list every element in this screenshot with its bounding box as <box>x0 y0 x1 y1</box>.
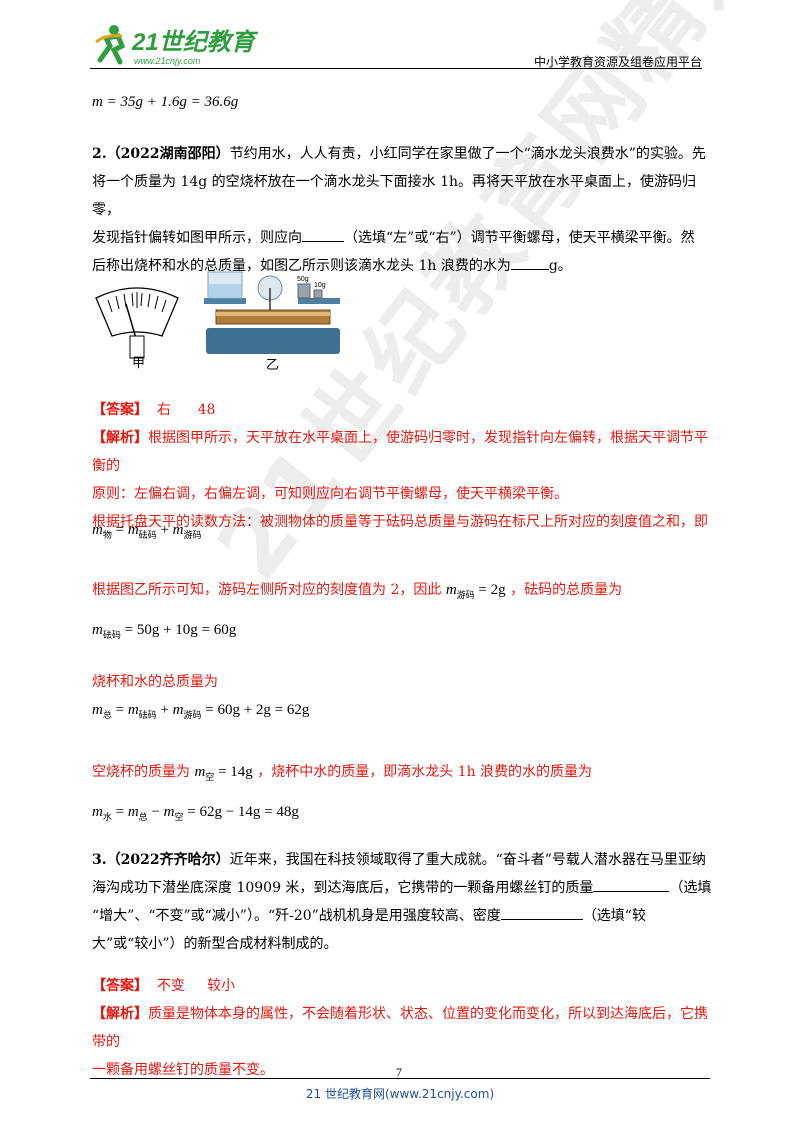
q3-text: 3.（2022齐齐哈尔）近年来，我国在科技领域取得了重大成就。“奋斗者”号载人潜… <box>92 852 712 952</box>
weight-50g <box>297 283 311 299</box>
formula-m-wu: m物 = m砝码 + m游码 <box>92 522 202 540</box>
q3-answer-1: 不变 <box>156 978 185 994</box>
q2-analysis-9: 空烧杯的质量为 m空 = 14g ，烧杯中水的质量，即滴水龙头 1h 浪费的水的… <box>92 764 593 782</box>
svg-text:10g: 10g <box>314 282 326 289</box>
footer-divider <box>90 1078 710 1079</box>
q3-answer-2: 较小 <box>207 978 236 994</box>
q2-analysis-5: 根据图乙所示可知，游码左侧所对应的刻度值为 2，因此 m游码 = 2g ，砝码的… <box>92 582 623 600</box>
q3-source: （2022齐齐哈尔） <box>106 852 230 868</box>
q2-line1: 节约用水，人人有责，小红同学在家里做了一个“滴水龙头浪费水”的实验。先 <box>229 146 706 162</box>
q2-line3b: （选填“左”或“右”）调节平衡螺母，使天平横梁平衡。然 <box>344 230 695 246</box>
q2-analysis-3: 根据托盘天平的读数方法：被测物体的质量等于砝码总质量与游码在标尺上所对应的刻度值… <box>92 514 708 530</box>
q2-answer-tag: 【答案】 <box>92 402 148 418</box>
footer-site[interactable]: 21 世纪教育网(www.21cnjy.com) <box>305 1087 495 1101</box>
q2-analysis-tag: 【解析】 <box>92 430 148 446</box>
q2-text: 2.（2022湖南邵阳）节约用水，人人有责，小红同学在家里做了一个“滴水龙头浪费… <box>92 140 712 280</box>
q3-solution: 【答案】 不变 较小 【解析】质量是物体本身的属性，不会随着形状、状态、位置的变… <box>92 978 708 1078</box>
q3-blank-2 <box>500 905 583 920</box>
fig-label-b: 乙 <box>266 358 280 373</box>
site-logo: 21世纪教育 www.21cnjy.com <box>92 20 262 68</box>
header-divider <box>90 68 702 69</box>
formula-weights: m砝码 = 50g + 10g = 60g <box>92 622 237 640</box>
platform-title: 中小学教育资源及组卷应用平台 <box>533 55 702 69</box>
logo-url: www.21cnjy.com <box>134 56 201 66</box>
q3-analysis-tag: 【解析】 <box>92 1006 148 1022</box>
figure-pointer-scale: 甲 <box>92 282 182 374</box>
runner-icon <box>95 25 126 65</box>
formula-top: m = 35g + 1.6g = 36.6g <box>92 94 239 110</box>
weight-10g <box>313 289 323 299</box>
q2-line2: 将一个质量为 14g 的空烧杯放在一个滴水龙头下面接水 1h。再将天平放在水平桌… <box>92 174 697 218</box>
q2-blank-2 <box>510 255 549 270</box>
figure-balance: 50g 10g 乙 <box>198 270 348 374</box>
q2-answer-2: 48 <box>197 402 216 418</box>
q2-line4a: 后称出烧杯和水的总质量，如图乙所示则该滴水龙头 1h 浪费的水为 <box>92 258 511 274</box>
fig-label-a: 甲 <box>132 356 146 371</box>
formula-water: m水 = m总 − m空 = 62g − 14g = 48g <box>92 804 299 822</box>
formula-total: m总 = m砝码 + m游码 = 60g + 2g = 62g <box>92 702 310 720</box>
q3-line1: 近年来，我国在科技领域取得了重大成就。“奋斗者”号载人潜水器在马里亚纳 <box>229 852 706 868</box>
q2-number: 2. <box>92 146 107 162</box>
q3-number: 3. <box>92 852 107 868</box>
q2-answer-1: 右 <box>156 402 171 418</box>
q2-line4b: g。 <box>548 258 572 274</box>
q2-line3a: 发现指针偏转如图甲所示，则应向 <box>92 230 302 246</box>
q2-analysis-1: 根据图甲所示，天平放在水平桌面上，使游码归零时，发现指针向左偏转，根据天平调节平… <box>92 430 708 474</box>
q2-solution: 【答案】 右 48 【解析】根据图甲所示，天平放在水平桌面上，使游码归零时，发现… <box>92 396 712 536</box>
page-number: 7 <box>396 1065 402 1079</box>
q3-answer-tag: 【答案】 <box>92 978 148 994</box>
q3-blank-1 <box>593 877 670 892</box>
q2-analysis-7: 烧杯和水的总质量为 <box>92 674 218 690</box>
logo-text: 21世纪教育 <box>131 29 259 56</box>
q2-source: （2022湖南邵阳） <box>106 146 230 162</box>
svg-text:50g: 50g <box>297 276 309 283</box>
q2-analysis-2: 原则：左偏右调，右偏左调，可知则应向右调节平衡螺母，使天平横梁平衡。 <box>92 486 568 502</box>
q2-blank-1 <box>302 227 344 242</box>
